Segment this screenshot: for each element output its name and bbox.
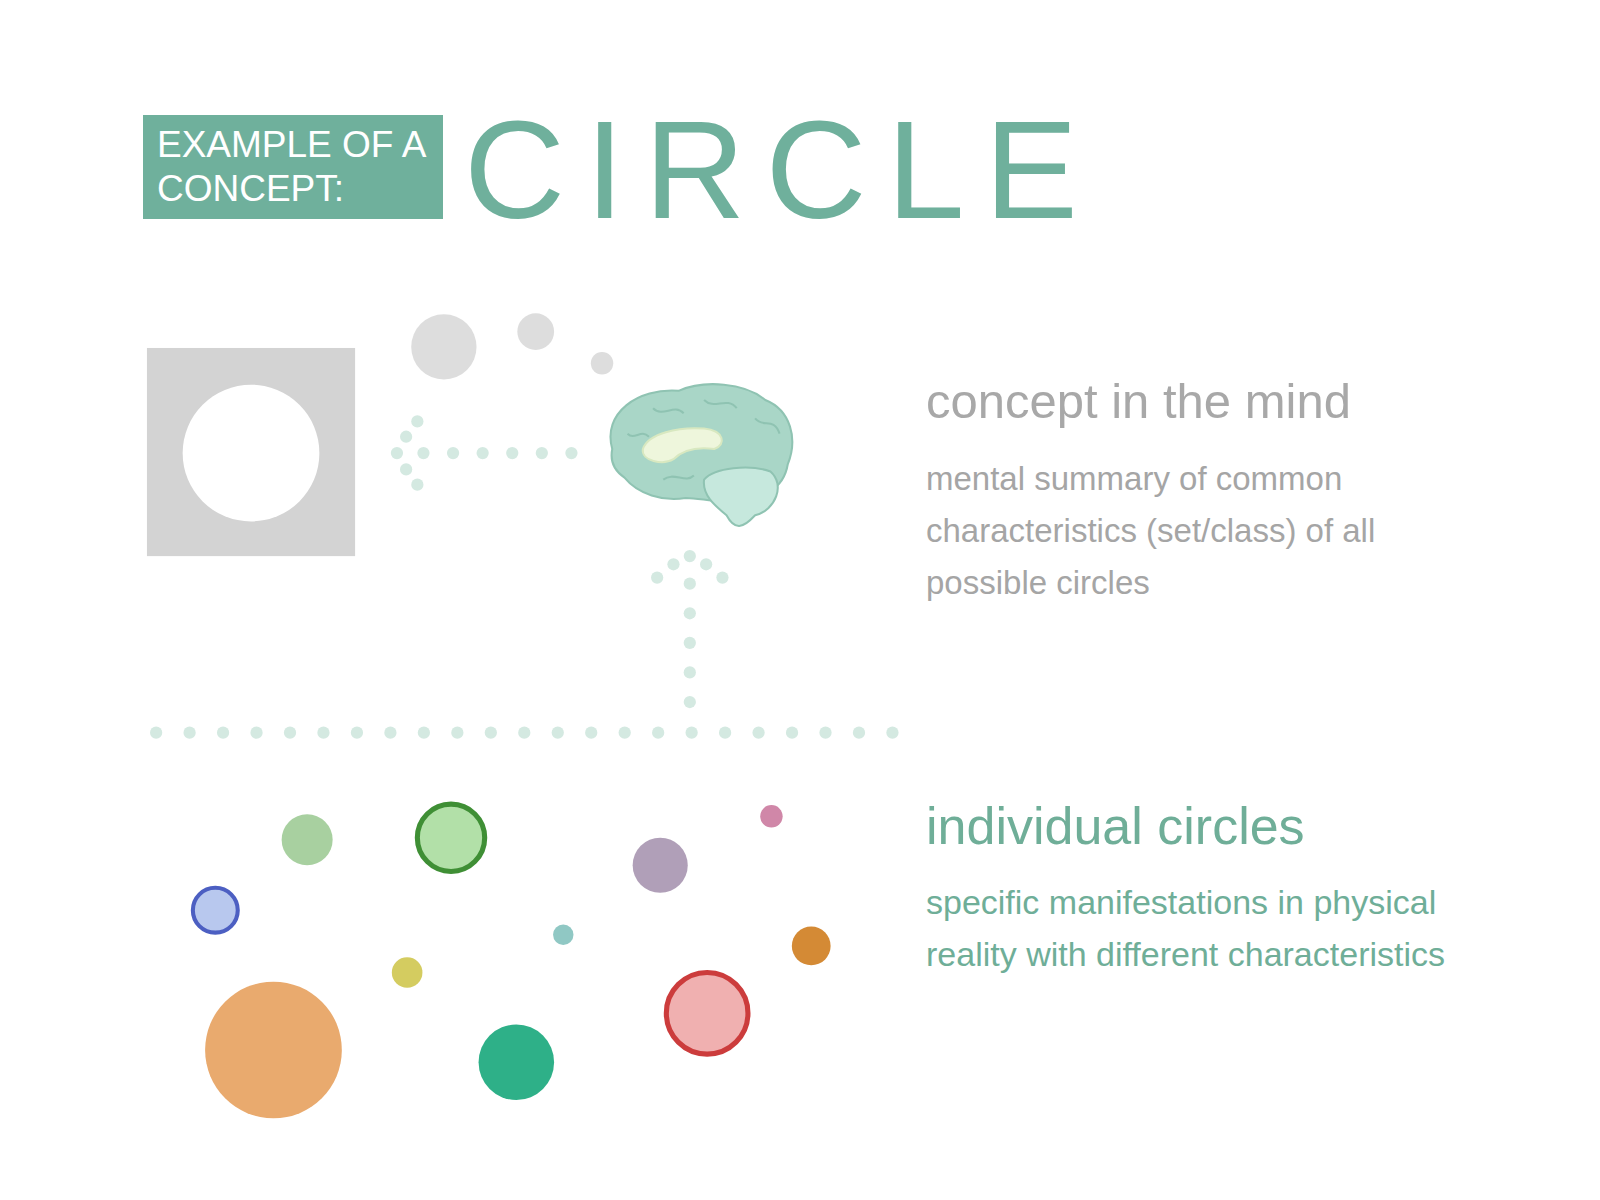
dot xyxy=(391,447,403,459)
dot xyxy=(585,727,597,739)
dot xyxy=(886,727,898,739)
dot xyxy=(400,431,412,443)
dot xyxy=(418,727,430,739)
ideal-circle xyxy=(183,385,320,522)
dot xyxy=(447,447,459,459)
dot xyxy=(684,696,696,708)
dot xyxy=(536,447,548,459)
concept-badge: EXAMPLE OF A CONCEPT: xyxy=(143,115,443,219)
dot xyxy=(719,727,731,739)
dot xyxy=(786,727,798,739)
dot xyxy=(684,578,696,590)
section-description: mental summary of common characteristics… xyxy=(926,453,1486,609)
circle-instance xyxy=(417,804,484,871)
dot xyxy=(451,727,463,739)
circle-instance xyxy=(479,1024,555,1100)
dot xyxy=(619,727,631,739)
dot xyxy=(552,727,564,739)
dot xyxy=(400,463,412,475)
dot xyxy=(477,447,489,459)
circle-instance xyxy=(760,805,782,827)
dot xyxy=(384,727,396,739)
circle-instance xyxy=(392,957,423,988)
dot xyxy=(700,558,712,570)
dot xyxy=(565,447,577,459)
section-description: specific manifestations in physical real… xyxy=(926,876,1486,980)
dot xyxy=(652,727,664,739)
brain-icon xyxy=(610,384,792,526)
dot xyxy=(684,666,696,678)
circle-instance xyxy=(633,838,688,893)
dot xyxy=(716,571,728,583)
dot xyxy=(284,727,296,739)
concept-square xyxy=(147,348,355,556)
dot xyxy=(651,571,663,583)
circle-instance xyxy=(666,972,748,1054)
grey-dot xyxy=(517,313,554,350)
section-heading: individual circles xyxy=(926,795,1546,857)
dot xyxy=(250,727,262,739)
dot xyxy=(686,727,698,739)
dot xyxy=(485,727,497,739)
dot xyxy=(317,727,329,739)
dot xyxy=(150,727,162,739)
dot xyxy=(684,550,696,562)
dot xyxy=(506,447,518,459)
circle-instance xyxy=(282,814,333,865)
individual-circles xyxy=(193,804,831,1118)
dot xyxy=(217,727,229,739)
dot xyxy=(819,727,831,739)
badge-text: EXAMPLE OF A CONCEPT: xyxy=(157,123,429,211)
dot xyxy=(183,727,195,739)
dot xyxy=(667,558,679,570)
dot xyxy=(752,727,764,739)
grey-dot xyxy=(591,352,613,374)
dot xyxy=(351,727,363,739)
circle-instance xyxy=(553,924,573,944)
dot xyxy=(411,479,423,491)
title: CIRCLE xyxy=(464,100,1098,240)
circle-instance xyxy=(792,927,831,966)
dot xyxy=(411,415,423,427)
dot xyxy=(684,607,696,619)
dot xyxy=(684,637,696,649)
dot xyxy=(417,447,429,459)
dot xyxy=(518,727,530,739)
dot xyxy=(853,727,865,739)
circle-instance xyxy=(193,888,238,933)
grey-dot xyxy=(411,314,476,379)
circle-instance xyxy=(205,982,342,1119)
section-heading: concept in the mind xyxy=(926,372,1546,431)
